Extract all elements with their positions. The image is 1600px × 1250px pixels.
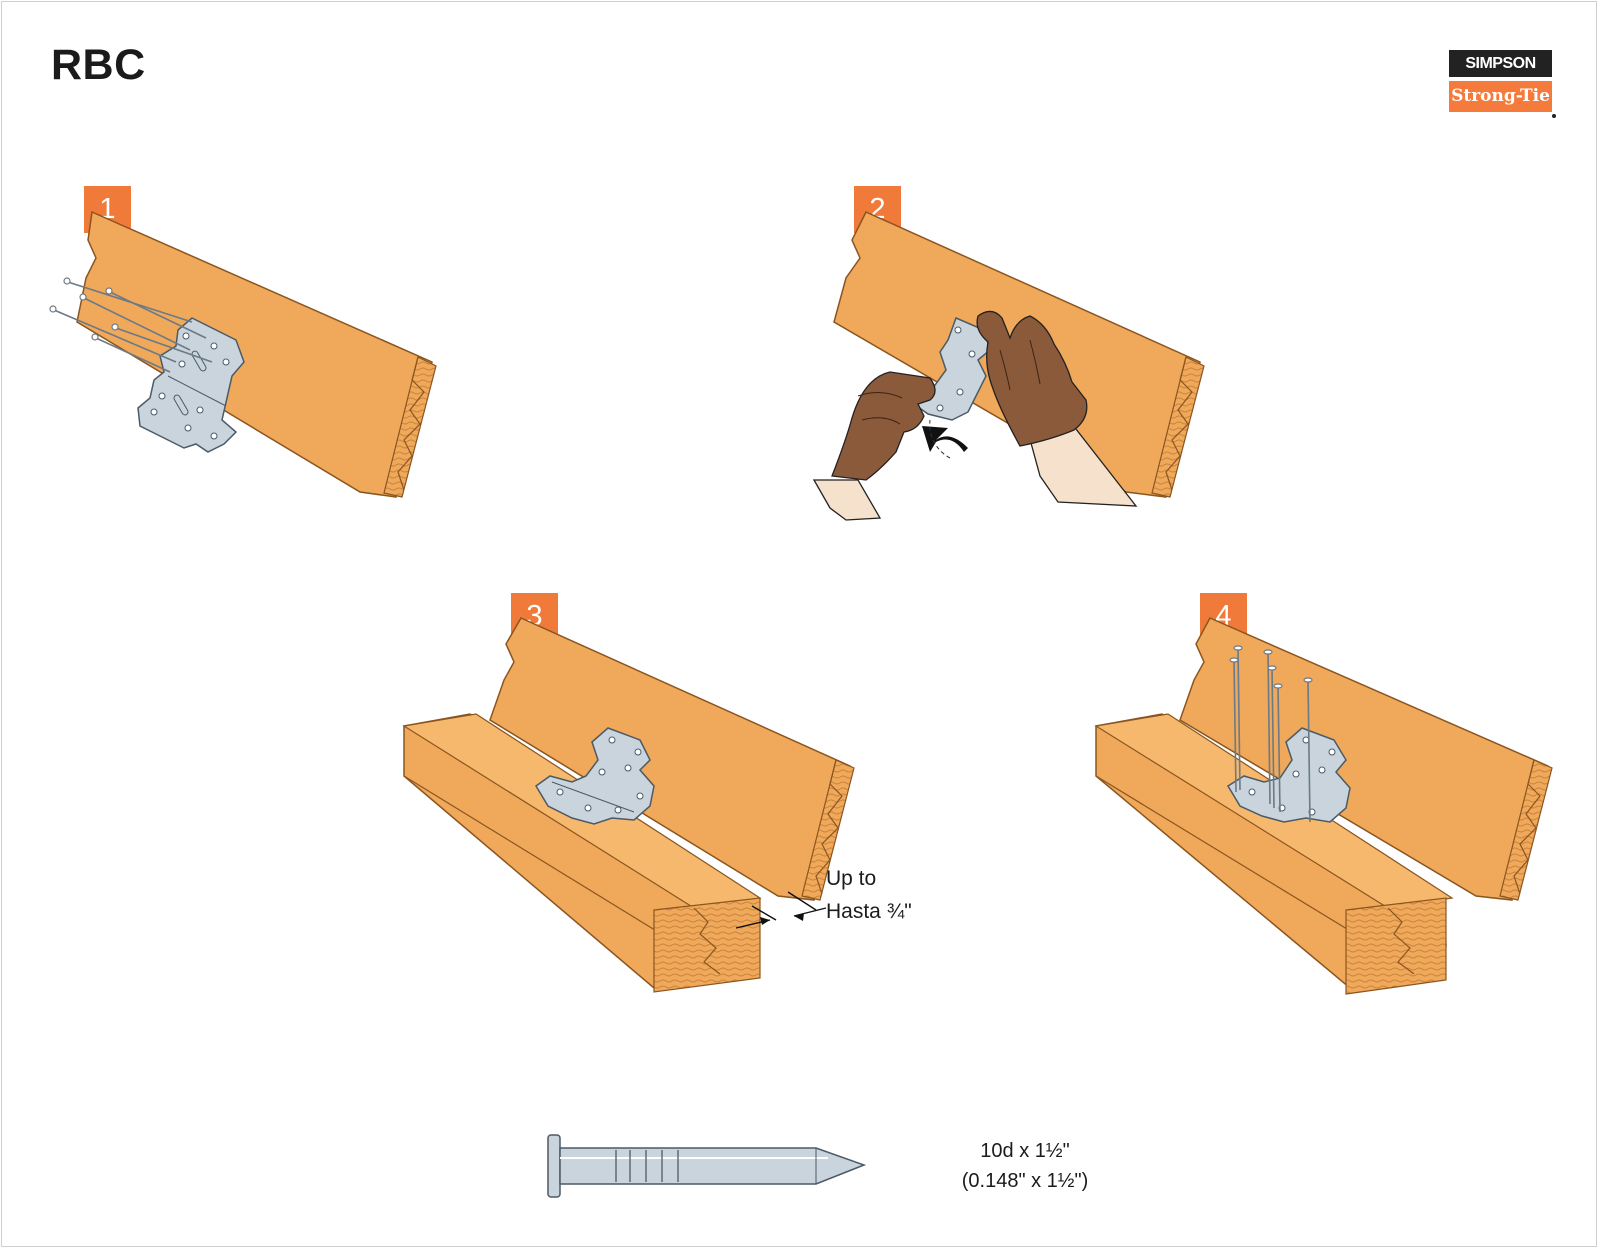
- step-4-illustration: [1094, 617, 1553, 995]
- logo-top: SIMPSON: [1449, 50, 1552, 77]
- logo-bottom: Strong-Tie: [1449, 81, 1552, 112]
- step-2-left-hand: [812, 371, 936, 521]
- gap-label: Up to Hasta ¾": [826, 862, 912, 928]
- simpson-strong-tie-logo: SIMPSON Strong-Tie: [1449, 50, 1556, 118]
- gap-label-line-2: Hasta ¾": [826, 900, 912, 923]
- step-1-illustration: [49, 210, 437, 498]
- step-2-bend-arrow: [922, 426, 968, 452]
- step-1-rafter-end: [383, 356, 437, 498]
- nail-label-line-1: 10d x 1½": [980, 1140, 1070, 1162]
- registered-mark: [1552, 114, 1556, 118]
- nail-label: 10d x 1½" (0.148" x 1½"): [900, 1136, 1150, 1196]
- gap-label-line-1: Up to: [826, 867, 877, 890]
- step-3-connector: [535, 727, 655, 825]
- step-4-connector: [1226, 727, 1351, 823]
- step-2-right-hand: [976, 310, 1138, 507]
- step-2-illustration: [812, 211, 1205, 521]
- step-1-connector: [137, 317, 245, 453]
- step-2-rafter-end: [1151, 356, 1205, 498]
- step-3-illustration: [402, 617, 855, 993]
- step-4-nails: [1233, 647, 1311, 823]
- nail-illustration: [547, 1134, 867, 1198]
- step-1-nails: [53, 281, 213, 373]
- page-title: RBC: [51, 41, 146, 89]
- nail-label-line-2: (0.148" x 1½"): [961, 1170, 1089, 1192]
